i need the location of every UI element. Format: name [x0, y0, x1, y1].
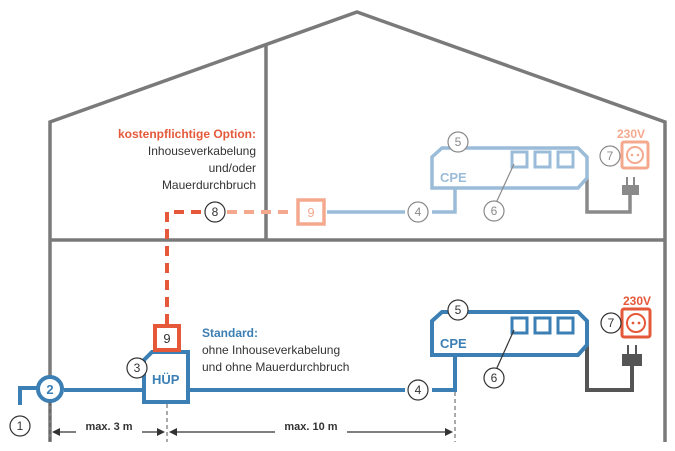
- upper-cabling: [327, 178, 632, 214]
- box-9-upper-number: 9: [307, 205, 314, 220]
- box-9-lower-number: 9: [163, 331, 170, 346]
- option-line-3: Mauerdurchbruch: [162, 178, 256, 192]
- voltage-lower-label: 230V: [623, 294, 651, 308]
- cpe-lower-body: [430, 310, 589, 357]
- callout-7-lower: 7: [600, 312, 622, 334]
- optional-wall-box: 9: [153, 324, 181, 352]
- house-walls: [48, 10, 667, 442]
- socket-upper-face: [626, 146, 644, 164]
- callouts: 1 3 4 4 5 5 6 6: [9, 131, 622, 437]
- entry-point-number: 2: [46, 382, 53, 397]
- dimension-3m-label: max. 3 m: [85, 421, 132, 433]
- standard-title: Standard:: [202, 326, 258, 340]
- socket-lower-hole: [631, 321, 635, 325]
- svg-text:5: 5: [455, 303, 462, 317]
- svg-text:7: 7: [607, 149, 614, 163]
- dimension-10m-label: max. 10 m: [284, 421, 337, 433]
- box-9-upper: [296, 198, 326, 226]
- port-icon: [556, 316, 575, 335]
- port-icon: [510, 316, 529, 335]
- callout-7-upper: 7: [599, 145, 621, 167]
- option-line-2: und/oder: [209, 161, 256, 175]
- socket-upper-hole: [630, 153, 634, 157]
- port-icon: [556, 150, 575, 169]
- voltage-upper-label: 230V: [617, 127, 645, 141]
- svg-text:3: 3: [134, 361, 141, 375]
- hup-body: [142, 350, 190, 404]
- optional-wall-box-upper: 9: [296, 198, 326, 226]
- dimension-10m: max. 10 m: [169, 419, 453, 436]
- entry-cable: [18, 386, 38, 405]
- svg-text:8: 8: [212, 205, 219, 219]
- callout-6-upper: 6: [483, 163, 515, 222]
- cpe-upper-label: CPE: [440, 170, 467, 185]
- port-icon: [533, 150, 552, 169]
- svg-text:4: 4: [415, 383, 422, 397]
- standard-text: Standard: ohne Inhouseverkabelung und oh…: [202, 326, 349, 374]
- svg-text:5: 5: [455, 135, 462, 149]
- cpe-upper-body: [430, 146, 589, 190]
- callout-5-upper: 5: [447, 131, 469, 153]
- port-icon: [510, 150, 529, 169]
- callout-4-lower: 4: [407, 379, 429, 401]
- callout-3: 3: [126, 357, 148, 379]
- socket-lower-face: [626, 313, 646, 333]
- callout-4-upper: 4: [407, 201, 429, 223]
- socket-upper-frame: [620, 140, 650, 170]
- option-title: kostenpflichtige Option:: [118, 127, 256, 141]
- entry-point: 2: [36, 375, 64, 403]
- hup-label: HÜP: [152, 372, 180, 387]
- dimension-3m: max. 3 m: [52, 419, 165, 436]
- cpe-lower-label: CPE: [440, 336, 467, 351]
- house-outline: [48, 10, 667, 442]
- plug-lower-icon: [622, 345, 642, 366]
- socket-lower-hole: [637, 321, 641, 325]
- option-text: kostenpflichtige Option: Inhouseverkabel…: [118, 127, 256, 192]
- svg-text:7: 7: [608, 316, 615, 330]
- optional-vertical-cable: [165, 210, 204, 324]
- lower-cabling: [18, 345, 634, 405]
- callout-8: 8: [204, 201, 226, 223]
- callout-5-lower: 5: [447, 299, 469, 321]
- plug-upper-icon: [622, 177, 639, 195]
- svg-text:1: 1: [17, 419, 24, 433]
- cpe-lower: CPE: [430, 310, 589, 357]
- box-9-lower: [153, 324, 181, 352]
- power-socket-upper: 230V: [617, 127, 650, 195]
- hup-box: HÜP: [142, 350, 190, 404]
- power-socket-lower: 230V: [620, 294, 652, 366]
- svg-text:4: 4: [415, 205, 422, 219]
- dimensions: max. 3 m max. 10 m: [49, 392, 456, 442]
- standard-line-1: ohne Inhouseverkabelung: [202, 343, 340, 357]
- svg-text:6: 6: [491, 204, 498, 218]
- port-icon: [533, 316, 552, 335]
- standard-line-2: und ohne Mauerdurchbruch: [202, 360, 349, 374]
- svg-text:6: 6: [491, 371, 498, 385]
- callout-6-lower: 6: [483, 329, 515, 389]
- upper-fiber-right: [432, 188, 457, 214]
- cable-to-cpe-right: [432, 355, 457, 392]
- callout-1: 1: [9, 415, 31, 437]
- lower-power-cable: [585, 345, 634, 392]
- option-line-1: Inhouseverkabelung: [148, 144, 256, 158]
- cpe-upper: CPE: [430, 146, 589, 190]
- socket-upper-hole: [636, 153, 640, 157]
- optional-cabling: [165, 210, 293, 324]
- entry-point-circle: [36, 375, 64, 403]
- upper-power-cable: [585, 178, 632, 214]
